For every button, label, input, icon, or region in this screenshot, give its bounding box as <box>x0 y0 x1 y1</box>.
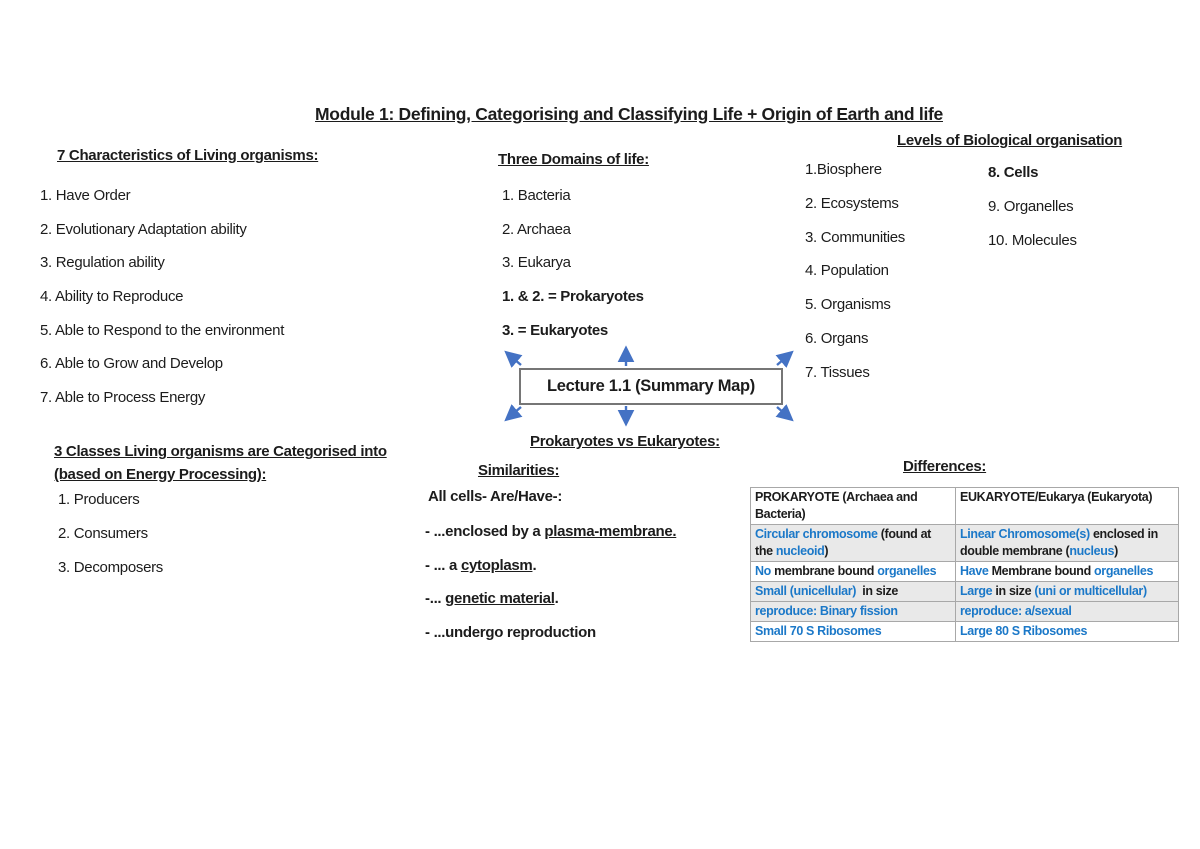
table-row: reproduce: Binary fission reproduce: a/s… <box>750 601 1179 622</box>
list-item: 6. Able to Grow and Develop <box>40 355 223 373</box>
list-item: - ... a cytoplasm. <box>425 556 537 574</box>
page-title: Module 1: Defining, Categorising and Cla… <box>315 104 943 124</box>
list-item: 3. Eukarya <box>502 254 571 272</box>
table-cell: reproduce: a/sexual <box>955 601 1179 622</box>
classes-list: 1. Producers 2. Consumers 3. Decomposers <box>58 490 163 591</box>
table-cell: reproduce: Binary fission <box>750 601 956 622</box>
similarities-list: - ...enclosed by a plasma-membrane. - ..… <box>425 522 677 657</box>
table-header-cell: EUKARYOTE/Eukarya (Eukaryota) <box>955 487 1179 525</box>
table-cell: Linear Chromosome(s) enclosed in double … <box>955 524 1179 562</box>
list-item: - ...undergo reproduction <box>425 623 596 641</box>
levels-heading: Levels of Biological organisation <box>897 132 1123 149</box>
classes-heading: 3 Classes Living organisms are Categoris… <box>54 440 387 486</box>
table-cell: Have Membrane bound organelles <box>955 561 1179 582</box>
list-item: 3. Regulation ability <box>40 254 165 272</box>
list-item: 1. Bacteria <box>502 187 571 204</box>
similarities-intro: All cells- Are/Have-: <box>428 488 563 505</box>
list-item: 1. Producers <box>58 491 140 508</box>
list-item: 10. Molecules <box>988 231 1077 249</box>
table-cell: Large in size (uni or multicellular) <box>955 581 1179 602</box>
classes-heading-line: 3 Classes Living organisms are Categoris… <box>54 443 387 460</box>
differences-heading: Differences: <box>903 458 987 475</box>
domains-heading: Three Domains of life: <box>498 151 649 168</box>
table-header-row: PROKARYOTE (Archaea and Bacteria) EUKARY… <box>750 487 1179 525</box>
table-cell: Circular chromosome (found at the nucleo… <box>750 524 956 562</box>
summary-map-label: Lecture 1.1 (Summary Map) <box>547 377 755 395</box>
list-item: -... genetic material. <box>425 590 559 608</box>
list-item: 2. Ecosystems <box>805 194 899 212</box>
list-item: 9. Organelles <box>988 197 1074 215</box>
summary-map-box: Lecture 1.1 (Summary Map) <box>519 368 783 405</box>
list-item: 5. Able to Respond to the environment <box>40 321 285 339</box>
table-row: No membrane bound organelles Have Membra… <box>750 561 1179 582</box>
table-row: Circular chromosome (found at the nucleo… <box>750 524 1179 562</box>
characteristics-heading: 7 Characteristics of Living organisms: <box>57 147 319 164</box>
list-item: 2. Consumers <box>58 524 148 542</box>
table-header-cell: PROKARYOTE (Archaea and Bacteria) <box>750 487 956 525</box>
table-cell: Small (unicellular) in size <box>750 581 956 602</box>
list-item: 8. Cells <box>988 164 1039 181</box>
levels-column-1: 1.Biosphere 2. Ecosystems 3. Communities… <box>805 160 905 397</box>
table-cell: No membrane bound organelles <box>750 561 956 582</box>
differences-table: PROKARYOTE (Archaea and Bacteria) EUKARY… <box>750 487 1179 642</box>
domains-note: 3. = Eukaryotes <box>502 321 608 339</box>
list-item: 5. Organisms <box>805 296 891 314</box>
list-item: 1. Have Order <box>40 187 131 204</box>
list-item: 7. Able to Process Energy <box>40 388 206 406</box>
list-item: 4. Ability to Reproduce <box>40 287 184 305</box>
levels-column-2: 8. Cells 9. Organelles 10. Molecules <box>988 163 1077 264</box>
table-cell: Small 70 S Ribosomes <box>750 621 956 642</box>
list-item: 4. Population <box>805 262 889 280</box>
list-item: 3. Communities <box>805 228 906 246</box>
list-item: 3. Decomposers <box>58 558 164 576</box>
list-item: 1.Biosphere <box>805 161 882 178</box>
summary-map-arrows-icon <box>504 345 794 427</box>
table-row: Small (unicellular) in size Large in siz… <box>750 581 1179 602</box>
characteristics-list: 1. Have Order 2. Evolutionary Adaptation… <box>40 186 284 421</box>
prok-vs-euk-heading: Prokaryotes vs Eukaryotes: <box>530 433 720 450</box>
list-item: 6. Organs <box>805 329 869 347</box>
similarities-heading: Similarities: <box>478 462 560 479</box>
classes-heading-line: (based on Energy Processing): <box>54 466 267 483</box>
domains-note: 1. & 2. = Prokaryotes <box>502 287 644 305</box>
list-item: 7. Tissues <box>805 363 870 381</box>
domains-list: 1. Bacteria 2. Archaea 3. Eukarya 1. & 2… <box>502 186 644 354</box>
list-item: 2. Evolutionary Adaptation ability <box>40 220 247 238</box>
table-cell: Large 80 S Ribosomes <box>955 621 1179 642</box>
table-row: Small 70 S Ribosomes Large 80 S Ribosome… <box>750 621 1179 642</box>
list-item: - ...enclosed by a plasma-membrane. <box>425 523 677 540</box>
list-item: 2. Archaea <box>502 220 571 238</box>
